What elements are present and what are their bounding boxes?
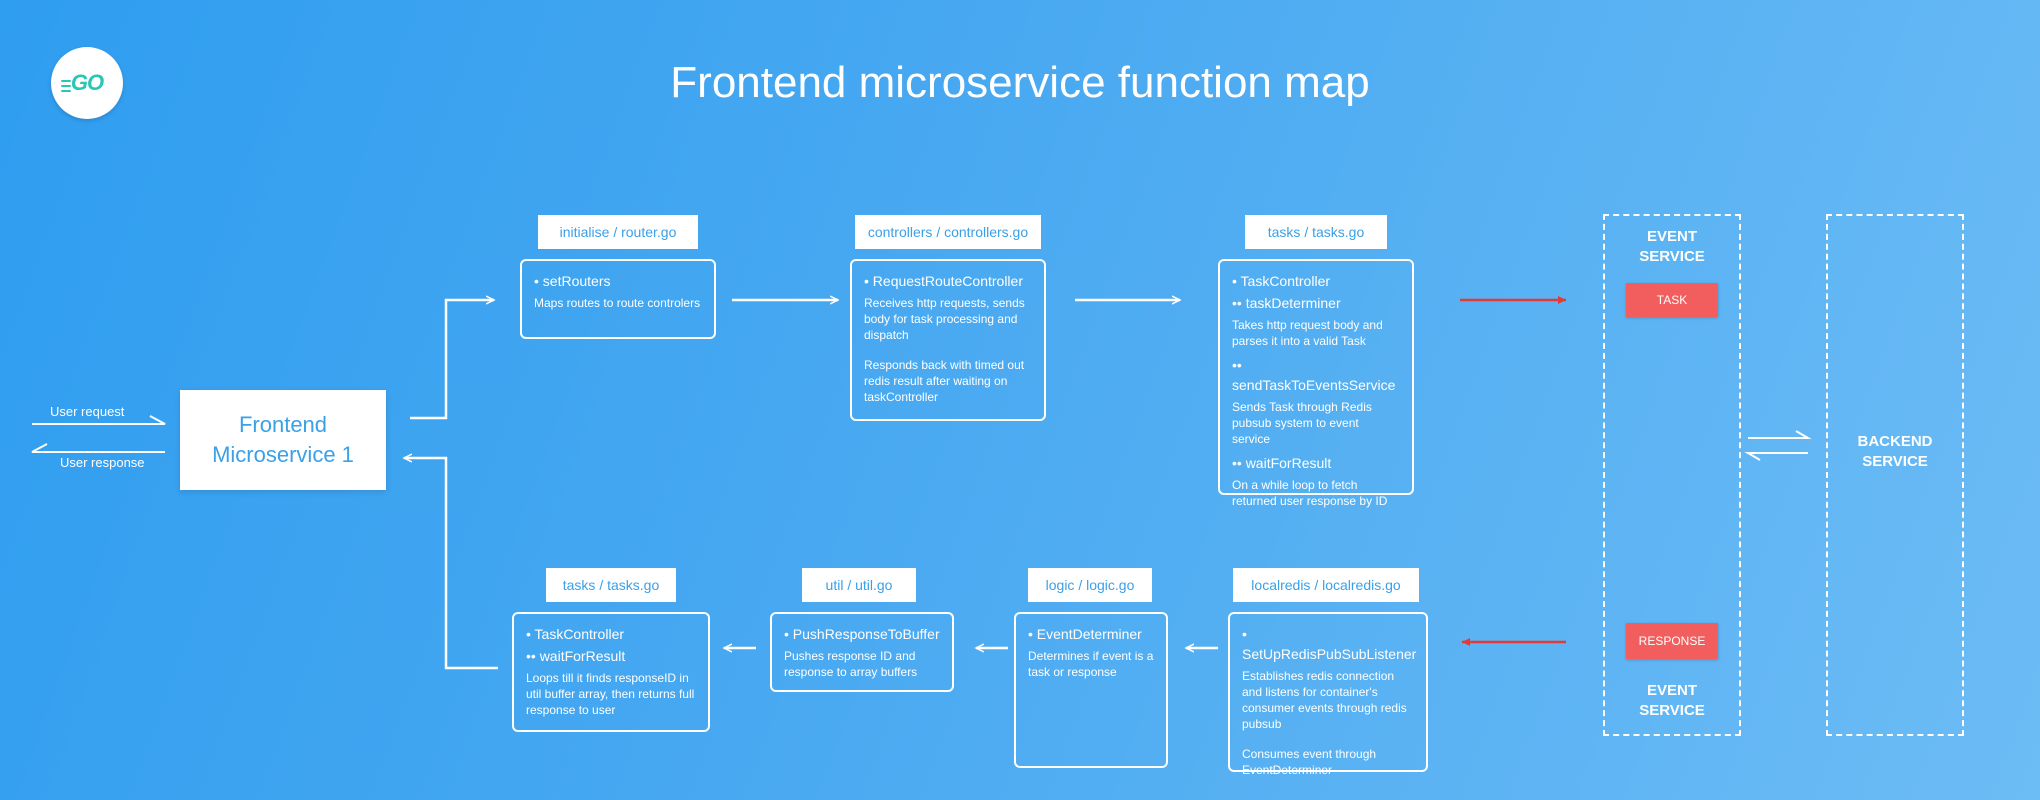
function-name: • TaskController [1232, 273, 1331, 289]
function-name: • TaskController [526, 626, 625, 642]
user-response-arrow [31, 443, 165, 453]
function-name: • PushResponseToBuffer [784, 626, 940, 642]
event-service-top-line2: SERVICE [1639, 248, 1705, 265]
backend-service-line1: BACKEND [1857, 433, 1933, 450]
frontend-microservice-box: Frontend Microservice 1 [180, 390, 386, 490]
event-service-label-bottom: EVENT SERVICE [1603, 681, 1741, 721]
function-description: Receives http requests, sends body for t… [864, 296, 1025, 342]
function-description: Takes http request body and parses it in… [1232, 318, 1383, 348]
user-request-arrow [32, 415, 166, 425]
logic-function-box: • EventDeterminer Determines if event is… [1014, 612, 1168, 768]
logic-file-label: logic / logic.go [1028, 568, 1152, 602]
frontend-line2: Microservice 1 [212, 442, 354, 467]
function-description: Consumes event through EventDeterminer [1242, 747, 1377, 777]
util-file-label: util / util.go [802, 568, 916, 602]
tasks-function-box-top: • TaskController •• taskDeterminer Takes… [1218, 259, 1414, 508]
function-description: Loops till it finds responseID in util b… [526, 671, 695, 717]
function-name: •• sendTaskToEventsService [1232, 357, 1396, 393]
function-name: •• waitForResult [1232, 455, 1332, 471]
frontend-to-router-arrow [410, 300, 494, 420]
event-service-bottom-line1: EVENT [1646, 682, 1697, 699]
localredis-function-box: • SetUpRedisPubSubListener Establishes r… [1228, 612, 1428, 777]
user-response-label: User response [60, 455, 145, 470]
function-name: •• taskDeterminer [1232, 295, 1341, 311]
function-description: On a while loop to fetch returned user r… [1232, 478, 1388, 508]
backend-service-label: BACKEND SERVICE [1826, 432, 1964, 472]
event-to-backend-arrow [1748, 430, 1812, 439]
function-description: Establishes redis connection and listens… [1242, 669, 1407, 731]
tasks-function-box-bottom: • TaskController •• waitForResult Loops … [512, 612, 710, 732]
backend-service-container [1826, 214, 1964, 736]
function-name: • setRouters [534, 273, 611, 289]
logo-text: GO [70, 70, 104, 95]
function-description: Determines if event is a task or respons… [1028, 649, 1154, 679]
router-function-box: • setRouters Maps routes to route contro… [520, 259, 716, 339]
page-title: Frontend microservice function map [670, 58, 1370, 107]
tasks-file-label-bottom: tasks / tasks.go [546, 568, 676, 602]
localredis-file-label: localredis / localredis.go [1233, 568, 1419, 602]
task-badge: TASK [1626, 283, 1718, 317]
tasks-file-label-top: tasks / tasks.go [1245, 215, 1387, 249]
speed-lines [61, 77, 71, 95]
tasks-to-frontend-arrow [404, 458, 498, 670]
backend-to-event-arrow [1744, 452, 1808, 461]
controllers-function-box: • RequestRouteController Receives http r… [850, 259, 1046, 421]
event-service-top-line1: EVENT [1646, 228, 1697, 245]
function-description: Sends Task through Redis pubsub system t… [1232, 400, 1372, 446]
function-description: Maps routes to route controlers [534, 296, 701, 310]
backend-service-line2: SERVICE [1862, 453, 1928, 470]
frontend-line1: Frontend [238, 412, 328, 437]
function-description: Pushes response ID and response to array… [784, 649, 918, 679]
function-name: • EventDeterminer [1028, 626, 1142, 642]
function-name: • RequestRouteController [864, 273, 1023, 289]
function-name: •• waitForResult [526, 648, 626, 664]
event-service-bottom-line2: SERVICE [1639, 702, 1705, 719]
event-service-container [1603, 214, 1741, 736]
function-name: • SetUpRedisPubSubListener [1242, 626, 1417, 662]
user-request-label: User request [50, 404, 125, 419]
response-badge: RESPONSE [1626, 623, 1718, 659]
go-logo-icon: GO [51, 47, 123, 119]
function-description: Responds back with timed out redis resul… [864, 358, 1025, 404]
router-file-label: initialise / router.go [538, 215, 698, 249]
event-service-label-top: EVENT SERVICE [1603, 227, 1741, 267]
controllers-file-label: controllers / controllers.go [855, 215, 1041, 249]
util-function-box: • PushResponseToBuffer Pushes response I… [770, 612, 954, 692]
